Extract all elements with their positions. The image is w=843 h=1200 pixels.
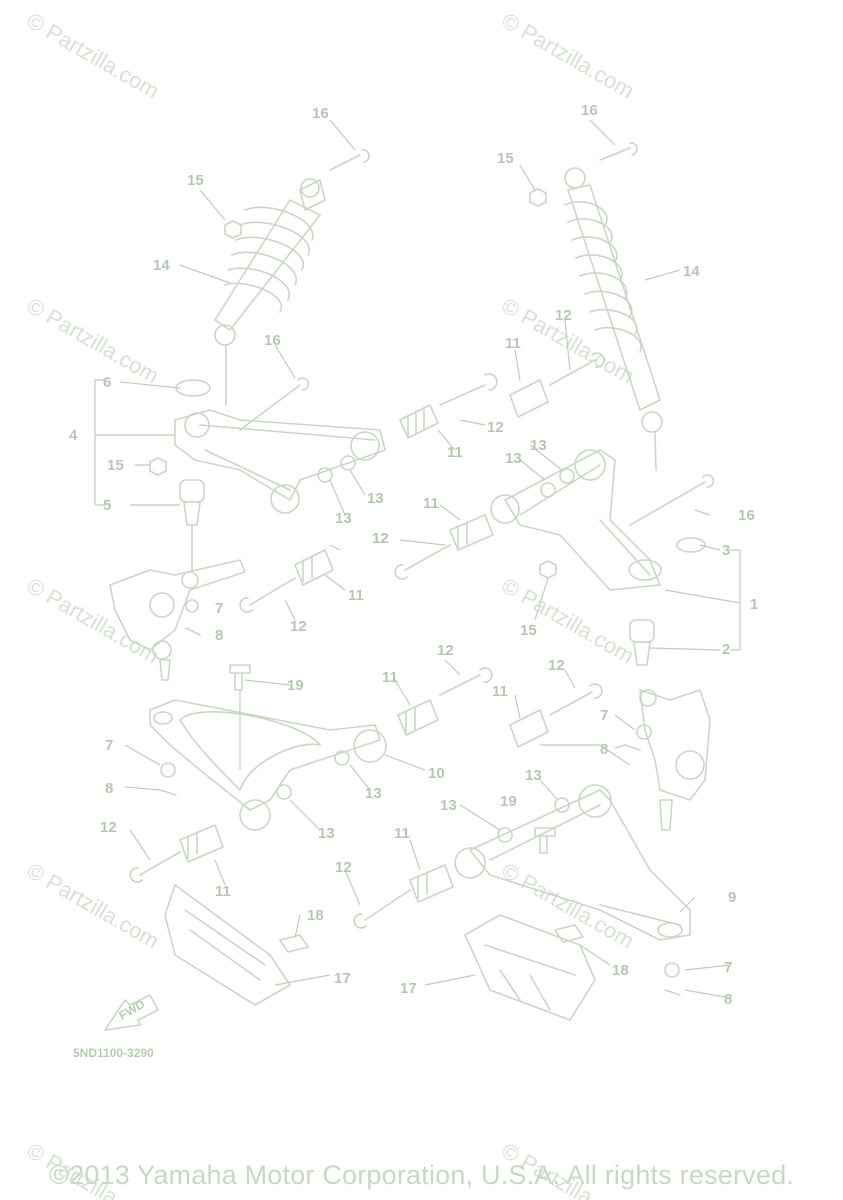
callout-12: 12 [487,419,504,436]
callout-12: 12 [372,530,389,547]
right-lower-arm [454,784,691,941]
callout-13: 13 [525,767,542,784]
callout-11: 11 [492,683,508,700]
callout-18: 18 [612,962,629,979]
callout-11: 11 [348,587,364,604]
callout-7: 7 [105,737,113,754]
watermark: © Partzilla.com [23,573,164,669]
watermark: © Partzilla.com [23,8,164,104]
bushings-11 [179,379,549,903]
callout-16: 16 [581,102,598,119]
callout-8: 8 [600,741,608,758]
callout-2: 2 [722,641,730,658]
diagram-code: 5ND1100-3290 [73,1046,154,1060]
callout-19: 19 [287,677,304,694]
callout-13: 13 [367,490,384,507]
right-ball-joint [629,619,655,666]
callout-15: 15 [497,150,514,167]
callout-16: 16 [264,332,281,349]
callout-18: 18 [307,907,324,924]
callout-13: 13 [440,797,457,814]
callout-8: 8 [724,991,732,1008]
callout-13: 13 [530,437,547,454]
nuts-15 [149,188,557,579]
callout-11: 11 [447,444,463,461]
callout-13: 13 [365,785,382,802]
left-steering-knuckle [109,559,246,681]
callout-1: 1 [750,596,758,613]
callout-17: 17 [400,980,417,997]
left-shock-absorber [214,178,326,406]
callout-15: 15 [520,622,537,639]
callout-13: 13 [505,450,522,467]
callout-13: 13 [335,510,352,527]
watermark: © Partzilla.com [498,858,639,954]
callout-12: 12 [100,819,117,836]
callout-9: 9 [728,889,736,906]
callout-8: 8 [105,780,113,797]
callout-15: 15 [107,457,124,474]
bolts-12 [129,352,605,929]
left-ball-joint [179,479,205,571]
right-shock-absorber [564,167,663,471]
callout-3: 3 [722,542,730,559]
cotter-pins-and-nuts [159,599,681,996]
watermark: © Partzilla.com [498,8,639,104]
callout-11: 11 [423,495,439,512]
callout-12: 12 [372,530,389,547]
callout-12: 12 [437,642,454,659]
fwd-label: FWD [117,997,148,1023]
bolts-16 [239,142,715,526]
callout-13: 13 [318,825,335,842]
right-steering-knuckle [639,689,711,831]
copyright-notice: ©2013 Yamaha Motor Corporation, U.S.A. A… [48,1160,795,1190]
callout-14: 14 [683,263,700,280]
callout-7: 7 [724,959,732,976]
watermark: © Partzilla.com [23,293,164,389]
callout-labels: 16 15 14 16 6 4 15 5 11 12 13 13 11 12 7… [69,102,758,1008]
callout-5: 5 [103,497,111,514]
callout-16: 16 [738,507,755,524]
callout-10: 10 [428,765,445,782]
callout-19: 19 [500,793,517,810]
callout-12: 12 [290,618,307,635]
callout-11: 11 [215,883,231,900]
callout-17: 17 [334,970,351,987]
callout-8: 8 [215,627,223,644]
callout-7: 7 [600,707,608,724]
callout-6: 6 [103,374,111,391]
nuts-13 [276,455,575,843]
right-a-arm-guard [464,914,596,1021]
watermark: © Partzilla.com [498,573,639,669]
callout-14: 14 [153,257,170,274]
watermark-layer: © Partzilla.com © Partzilla.com © Partzi… [23,8,639,1200]
callout-11: 11 [394,825,410,842]
callout-12: 12 [555,307,572,324]
left-lower-arm [149,699,387,831]
callout-12: 12 [335,859,352,876]
callout-7: 7 [215,600,223,617]
callout-15: 15 [187,172,204,189]
left-upper-arm [174,379,386,514]
callout-12: 12 [548,657,565,674]
leader-lines [94,119,741,999]
callout-11: 11 [382,669,398,686]
callout-4: 4 [69,427,78,444]
right-upper-arm [490,449,706,591]
left-a-arm-guard [164,884,309,1006]
watermark: © Partzilla.com [23,858,164,954]
bolts-19 [229,664,556,854]
callout-11: 11 [505,335,521,352]
forward-direction-arrow: FWD [104,994,159,1031]
callout-16: 16 [312,105,329,122]
